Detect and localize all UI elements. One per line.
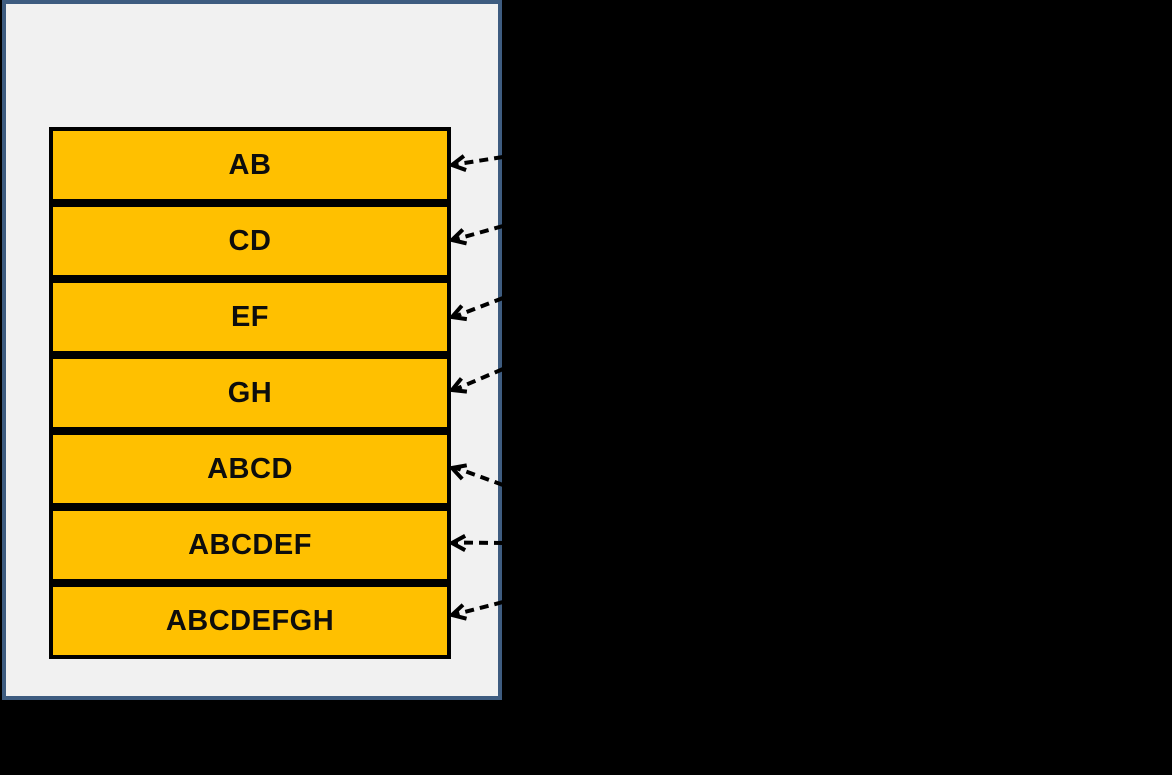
- arrowhead-icon: [447, 228, 468, 246]
- stack-box-label: CD: [228, 224, 272, 257]
- stack-box-label: EF: [230, 300, 270, 333]
- dashed-arrow: [448, 367, 504, 394]
- stack-box: EF: [49, 279, 451, 355]
- stack-box-label: AB: [228, 148, 272, 181]
- dashed-arrow: [447, 224, 504, 246]
- stack-box-label: ABCDEF: [188, 528, 312, 561]
- arrowhead-icon: [447, 534, 467, 552]
- stack-box-label: ABCDEFGH: [165, 604, 335, 637]
- stack-box-label: ABCD: [207, 452, 293, 485]
- arrowhead-icon: [447, 603, 468, 621]
- diagram-panel: AB CD EF GH ABCD ABCDEF ABCDEFGH: [2, 0, 502, 700]
- dashed-arrow: [447, 154, 504, 172]
- stack-box-label: GH: [227, 376, 273, 409]
- arrowhead-icon: [448, 377, 468, 394]
- arrowhead-icon: [448, 463, 468, 481]
- arrowhead-icon: [448, 304, 468, 322]
- stack-box: GH: [49, 355, 451, 431]
- dashed-arrow: [448, 296, 504, 322]
- stack-box: ABCDEF: [49, 507, 451, 583]
- stack-box: AB: [49, 127, 451, 203]
- arrowhead-icon: [447, 154, 467, 172]
- stack-box: CD: [49, 203, 451, 279]
- box-stack: AB CD EF GH ABCD ABCDEF ABCDEFGH: [49, 127, 451, 659]
- dashed-arrow: [447, 534, 504, 552]
- dashed-arrow: [447, 600, 504, 621]
- arrows-layer: [447, 154, 504, 621]
- stack-box: ABCD: [49, 431, 451, 507]
- stack-box: ABCDEFGH: [49, 583, 451, 659]
- dashed-arrow: [448, 463, 504, 487]
